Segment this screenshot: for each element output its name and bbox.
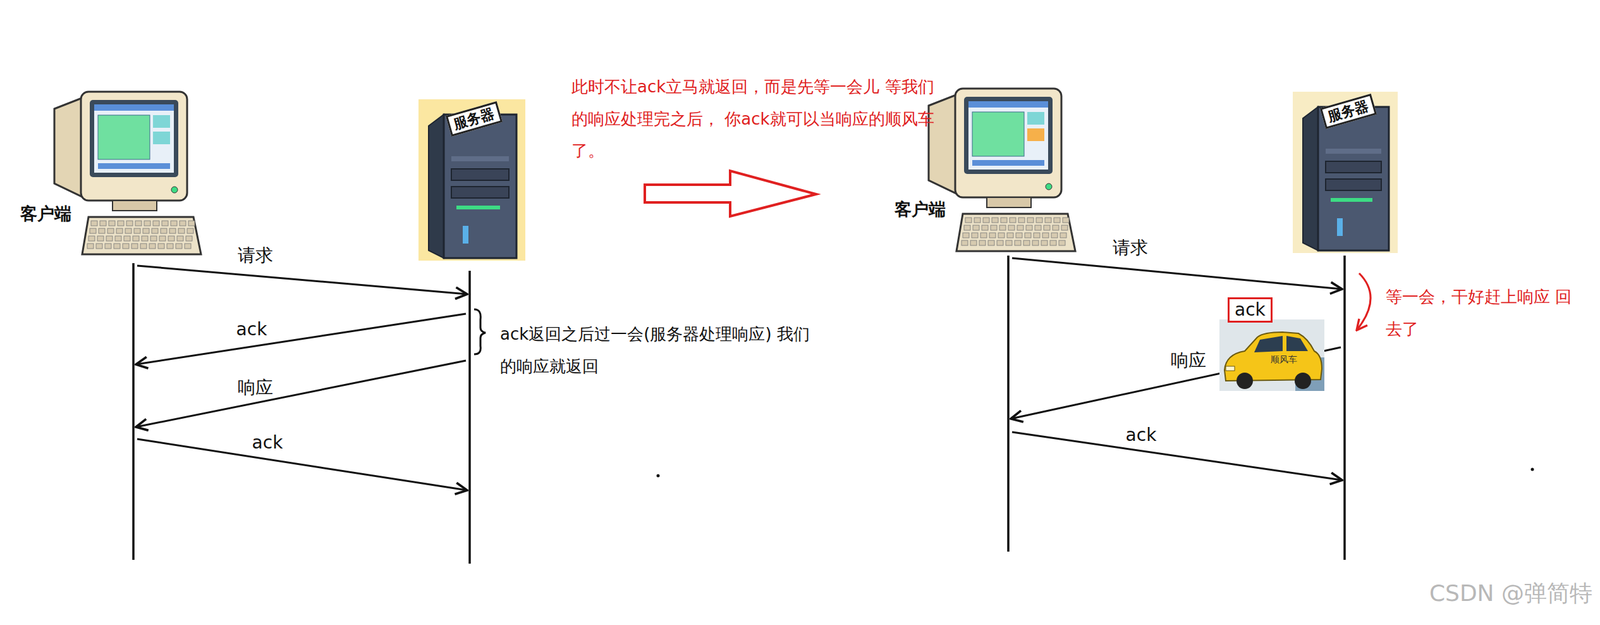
car-text: 顺风车 xyxy=(1270,354,1298,365)
client-label: 客户端 xyxy=(894,199,946,220)
lifeline xyxy=(132,262,135,560)
lifeline xyxy=(1343,255,1346,560)
lifeline xyxy=(468,270,471,564)
bracket xyxy=(474,309,486,355)
message-arrow xyxy=(1012,257,1343,289)
dot xyxy=(1531,467,1535,471)
message-arrow xyxy=(135,360,466,427)
lifeline xyxy=(1007,255,1010,552)
ack-box: ack xyxy=(1227,297,1273,323)
wait-arrow xyxy=(1356,273,1371,330)
watermark: CSDN @弹简特 xyxy=(1429,579,1593,607)
ack-label: ack xyxy=(1234,299,1266,321)
note-text: ack返回之后过一会(服务器处理响应) 我们的响应就返回 xyxy=(500,317,817,382)
computer-picture xyxy=(17,88,203,258)
edge-label: 响应 xyxy=(235,378,276,398)
server-node: 服务器 xyxy=(1292,91,1398,253)
edge-label: ack xyxy=(233,319,270,340)
transition-arrow xyxy=(644,170,817,217)
edge-label: 请求 xyxy=(1110,238,1151,258)
server-node: 服务器 xyxy=(418,99,526,261)
message-arrow xyxy=(137,438,468,490)
edge-label: ack xyxy=(249,433,286,453)
edge-label: ack xyxy=(1123,425,1160,446)
edge-label: 响应 xyxy=(1168,350,1209,371)
dot xyxy=(656,474,660,478)
message-arrow xyxy=(135,313,466,365)
client-node: 客户端 xyxy=(17,88,203,258)
car-picture xyxy=(1219,319,1325,391)
message-arrow xyxy=(137,265,468,294)
edge-label: 请求 xyxy=(235,245,276,266)
message-arrow xyxy=(1012,431,1343,480)
callout-text: 此时不让ack立马就返回，而是先等一会儿 等我们的响应处理完之后， 你ack就可… xyxy=(571,70,939,167)
note-text: 等一会，干好赶上响应 回去了 xyxy=(1385,280,1576,345)
client-label: 客户端 xyxy=(20,203,72,224)
